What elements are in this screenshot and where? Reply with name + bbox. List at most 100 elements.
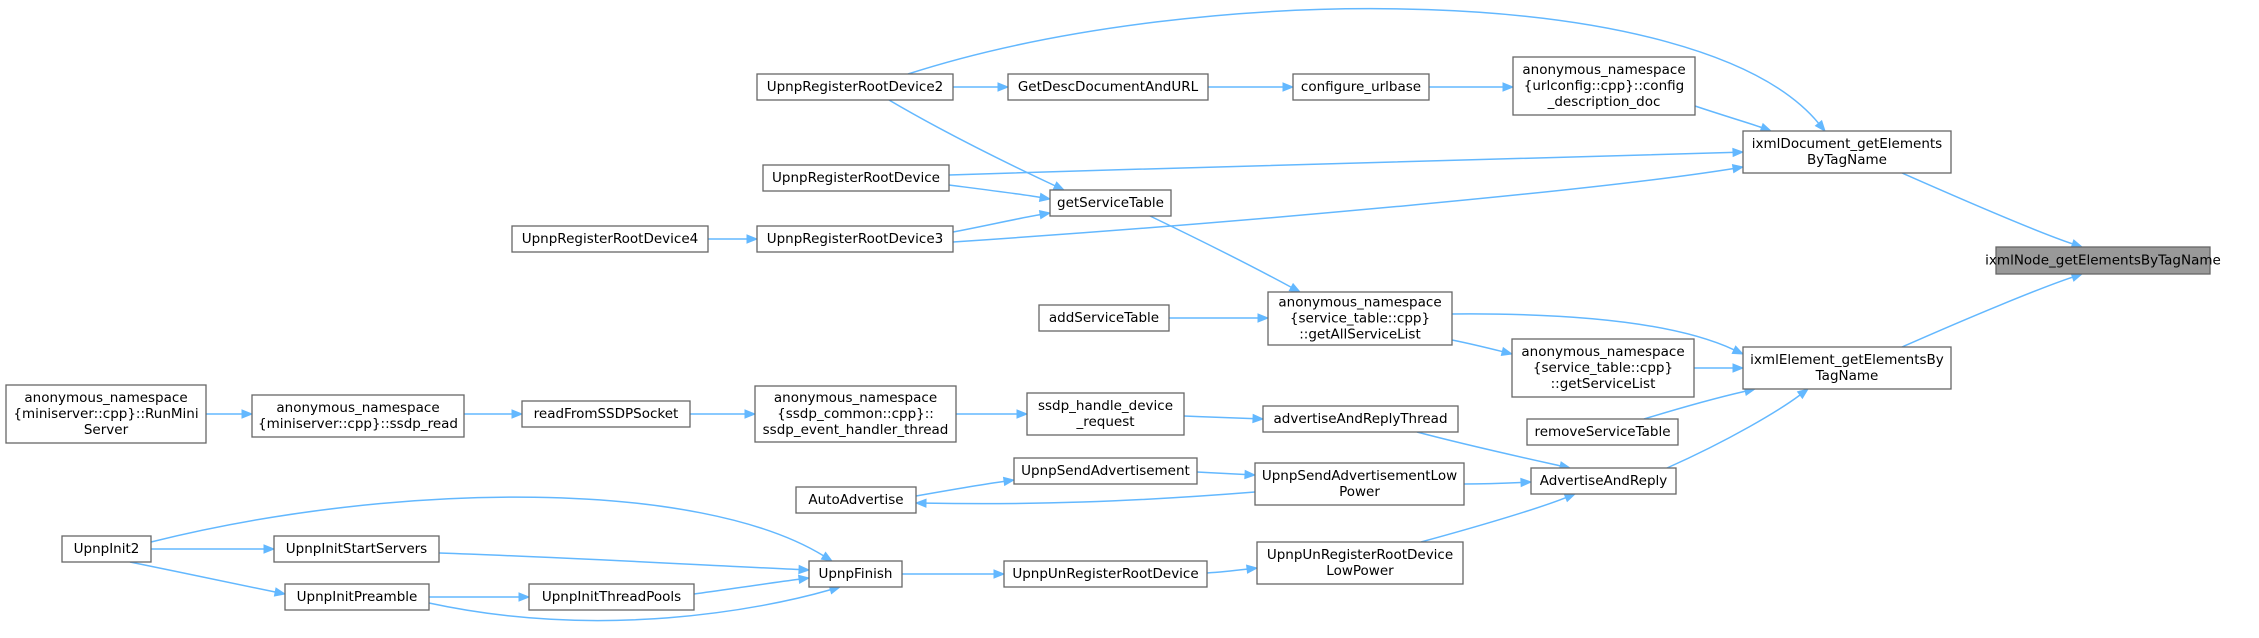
arrowhead (241, 409, 254, 419)
node-upnpregisterrootdevice2[interactable]: UpnpRegisterRootDevice2 (756, 73, 954, 101)
node-anonymous-namespace-miniserver-cpp-runminiserver[interactable]: anonymous_namespace{miniserver::cpp}::Ru… (5, 384, 207, 444)
node-box (1003, 560, 1208, 588)
edge-line (1183, 415, 1254, 420)
node-advertiseandreplythread[interactable]: advertiseAndReplyThread (1262, 405, 1459, 433)
arrowhead (1282, 82, 1295, 92)
node-upnpunregisterrootdevice[interactable]: UpnpUnRegisterRootDevice (1003, 560, 1208, 588)
node-ixmlelement-getelementsbytagname[interactable]: ixmlElement_getElementsByTagName (1742, 346, 1952, 390)
node-box (521, 400, 691, 428)
node-upnpregisterrootdevice3[interactable]: UpnpRegisterRootDevice3 (756, 225, 954, 253)
arrowhead (511, 409, 524, 419)
edge-urrd2-to-getdesc (953, 82, 1010, 92)
node-upnpregisterrootdevice4[interactable]: UpnpRegisterRootDevice4 (511, 225, 709, 253)
edge-ssdpeht-to-ssdphdr (955, 409, 1029, 419)
node-box (511, 225, 709, 253)
node-box (1742, 346, 1952, 390)
node-upnpsendadvertisement[interactable]: UpnpSendAdvertisement (1013, 457, 1198, 485)
node-label: removeServiceTable (1534, 424, 1670, 440)
arrowhead (797, 574, 811, 585)
arrowhead (746, 234, 759, 244)
node-label: ssdp_handle_device (1038, 398, 1173, 414)
node-removeservicetable[interactable]: removeServiceTable (1526, 418, 1679, 446)
node-upnpinitthreadpools[interactable]: UpnpInitThreadPools (528, 583, 695, 611)
node-upnpfinish[interactable]: UpnpFinish (808, 560, 903, 588)
node-addservicetable[interactable]: addServiceTable (1038, 304, 1170, 332)
node-anonymous-namespace-service-table-cpp-getservicelist[interactable]: anonymous_namespace{service_table::cpp}:… (1511, 338, 1695, 398)
node-box (1026, 392, 1185, 436)
arrowhead (1038, 192, 1052, 202)
arrowhead (1814, 119, 1826, 133)
node-label: ixmlNode_getElementsByTagName (1985, 253, 2221, 269)
arrowhead (744, 409, 757, 419)
node-upnpinitpreamble[interactable]: UpnpInitPreamble (284, 583, 430, 611)
node-label: AutoAdvertise (808, 492, 903, 508)
node-box (808, 560, 903, 588)
node-anonymous-namespace-service-table-cpp-getallservicelist[interactable]: anonymous_namespace{service_table::cpp}:… (1267, 291, 1453, 346)
node-upnpinitstartservers[interactable]: UpnpInitStartServers (273, 535, 440, 563)
node-label: ixmlDocument_getElements (1752, 136, 1942, 152)
node-readfromssdpsocket[interactable]: readFromSSDPSocket (521, 400, 691, 428)
edge-line (925, 491, 1256, 505)
arrowhead (1731, 345, 1745, 355)
edge-readsock-to-ssdpeht (689, 409, 757, 419)
edge-getdesc-to-cfgurl (1208, 82, 1295, 92)
edge-urrd4-to-urrd3 (708, 234, 759, 244)
node-label: {service_table::cpp} (1290, 311, 1430, 327)
node-advertiseandreply[interactable]: AdvertiseAndReply (1530, 467, 1677, 495)
edge-line (948, 151, 1734, 176)
node-ixmlnode-getelementsbytagname[interactable]: ixmlNode_getElementsByTagName (1985, 246, 2221, 275)
node-ixmldocument-getelementsbytagname[interactable]: ixmlDocument_getElementsByTagName (1742, 130, 1952, 174)
edge-line (1463, 481, 1522, 485)
node-box (273, 535, 440, 563)
node-ssdp-handle-device-request[interactable]: ssdp_handle_device_request (1026, 392, 1185, 436)
node-label: UpnpRegisterRootDevice2 (767, 79, 944, 95)
node-label: ::getServiceList (1551, 376, 1656, 392)
edges-layer (129, 7, 2084, 622)
arrowhead (263, 544, 276, 554)
edge-init2-to-initpre (129, 561, 287, 597)
edge-usalp-to-autoad (914, 491, 1256, 508)
node-getservicetable[interactable]: getServiceTable (1049, 189, 1172, 217)
node-label: {miniserver::cpp}::ssdp_read (258, 416, 458, 432)
node-box (1267, 291, 1453, 346)
node-label: GetDescDocumentAndURL (1018, 79, 1199, 95)
edge-initpre-to-inittp (428, 592, 531, 602)
node-upnpinit2[interactable]: UpnpInit2 (61, 535, 152, 563)
node-label: Power (1339, 484, 1380, 500)
node-anonymous-namespace-ssdp-common-cpp-ssdp-event-handler-thread[interactable]: anonymous_namespace{ssdp_common::cpp}::s… (754, 385, 957, 443)
node-getdescdocumentandurl[interactable]: GetDescDocumentAndURL (1007, 73, 1209, 101)
node-box (1262, 405, 1459, 433)
edge-getall-to-elemget (1451, 313, 1745, 355)
node-label: UpnpRegisterRootDevice (772, 170, 940, 186)
arrowhead (1257, 313, 1270, 323)
node-label: AdvertiseAndReply (1540, 473, 1668, 489)
node-label: TagName (1815, 368, 1879, 384)
node-label: UpnpInit2 (74, 541, 140, 557)
node-label: UpnpUnRegisterRootDevice (1267, 547, 1453, 563)
node-box (1530, 467, 1677, 495)
edge-line (888, 99, 1056, 187)
arrowhead (518, 592, 531, 602)
node-box (1049, 189, 1172, 217)
edge-cfgurl-to-cfgdesc (1429, 82, 1515, 92)
node-upnpregisterrootdevice[interactable]: UpnpRegisterRootDevice (762, 164, 950, 192)
edge-line (1196, 471, 1246, 476)
edge-line (1451, 339, 1503, 353)
edge-line (150, 496, 824, 557)
node-anonymous-namespace-urlconfig-cpp-config-description-doc[interactable]: anonymous_namespace{urlconfig::cpp}::con… (1512, 56, 1696, 116)
node-box (1254, 462, 1465, 506)
node-configure-urlbase[interactable]: configure_urlbase (1292, 73, 1430, 101)
edge-urrd3-to-docget (952, 163, 1745, 243)
node-box (1013, 457, 1198, 485)
node-label: anonymous_namespace (774, 390, 937, 406)
node-anonymous-namespace-miniserver-cpp-ssdp-read[interactable]: anonymous_namespace{miniserver::cpp}::ss… (251, 394, 465, 438)
node-autoadvertise[interactable]: AutoAdvertise (795, 486, 917, 514)
node-label: UpnpFinish (818, 566, 892, 582)
node-box (1256, 541, 1464, 585)
arrowhead (993, 569, 1006, 579)
edge-line (1901, 172, 2073, 245)
edge-line (438, 552, 800, 571)
